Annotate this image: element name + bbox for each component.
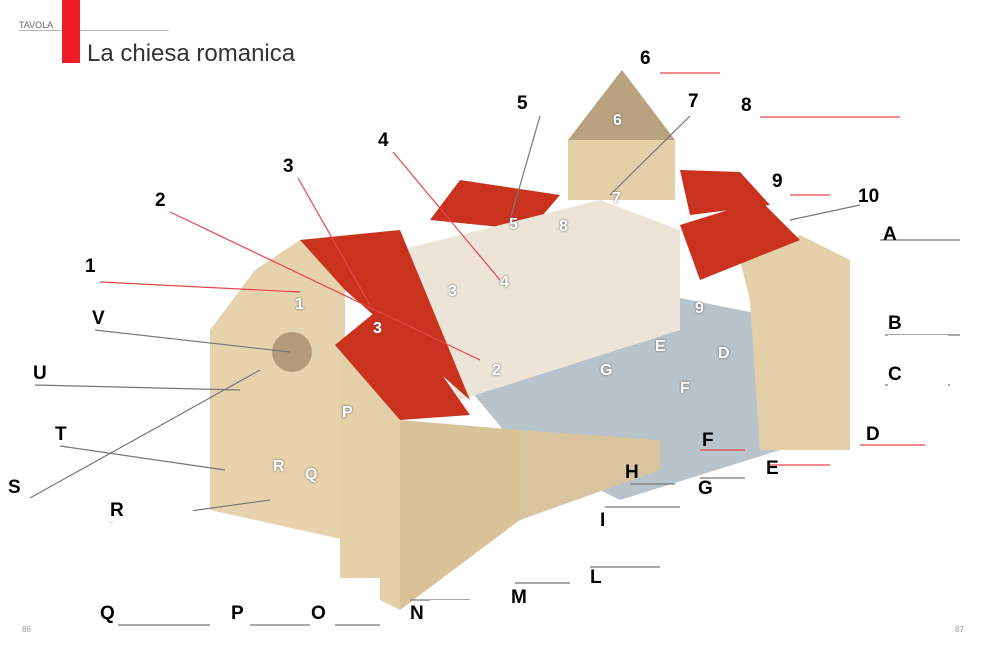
callout-label-7: 7 (688, 91, 699, 112)
rose-window (272, 332, 312, 372)
masked-area (330, 578, 380, 620)
callout-label-R: R (110, 500, 124, 521)
callout-label-1: 1 (85, 256, 96, 277)
callout-label-10: 10 (858, 186, 880, 207)
callout-label-L: L (590, 567, 602, 588)
leader-line-7 (609, 115, 691, 196)
marker-label-6: 6 (613, 112, 622, 129)
masked-area (430, 600, 470, 630)
leader-line-2 (169, 211, 481, 361)
tower-roof (568, 70, 675, 140)
marker-label-G: G (600, 362, 613, 379)
callout-label-6: 6 (640, 48, 651, 69)
callout-label-O: O (311, 603, 326, 624)
divider (19, 30, 169, 31)
callout-label-T: T (55, 424, 67, 445)
aisle-roof (335, 300, 470, 420)
callout-label-S: S (8, 477, 21, 498)
marker-label-1: 1 (295, 296, 304, 313)
leader-line-5 (509, 115, 541, 221)
nave-wall (400, 200, 680, 400)
callout-label-4: 4 (378, 130, 389, 151)
callout-label-U: U (33, 363, 47, 384)
callout-label-H: H (625, 462, 639, 483)
leader-line-T (59, 445, 226, 471)
marker-label-2: 2 (492, 362, 501, 379)
callout-label-A: A (883, 224, 897, 245)
marker-label-9: 9 (695, 300, 704, 317)
facade (210, 240, 345, 540)
callout-label-5: 5 (517, 93, 528, 114)
callout-label-C: C (888, 364, 902, 385)
callout-label-9: 9 (772, 171, 783, 192)
marker-label-Q: Q (305, 466, 318, 483)
marker-label-3: 3 (448, 283, 457, 300)
leader-line-10 (789, 204, 861, 221)
marker-label-P: P (342, 404, 353, 421)
marker-label-E: E (655, 338, 666, 355)
leader-line-V (94, 329, 291, 353)
callout-label-I: I (600, 510, 606, 531)
accent-bar (62, 0, 80, 63)
callout-label-2: 2 (155, 190, 166, 211)
leader-line-3 (297, 177, 371, 306)
callout-label-V: V (92, 308, 105, 329)
aisle-wall (340, 350, 400, 610)
apse-roof (680, 170, 770, 215)
callout-label-F: F (702, 430, 714, 451)
callout-label-G: G (698, 478, 713, 499)
marker-label-8: 8 (559, 218, 568, 235)
page-title: La chiesa romanica (87, 40, 296, 67)
section-label: TAVOLA (19, 20, 54, 30)
leader-line-4 (392, 151, 501, 281)
masked-area (88, 472, 193, 522)
callout-label-8: 8 (741, 95, 752, 116)
marker-label-4: 4 (500, 274, 509, 291)
masked-area (888, 335, 948, 430)
callout-label-E: E (766, 458, 779, 479)
page-number-left: 86 (22, 625, 31, 634)
leader-line-S (29, 369, 261, 499)
transept-wall (740, 235, 850, 450)
marker-label-R: R (273, 458, 285, 475)
marker-label-7: 7 (612, 190, 621, 207)
callout-label-P: P (231, 603, 244, 624)
marker-label-3: 3 (373, 320, 382, 337)
callout-label-M: M (511, 587, 527, 608)
page-number-right: 87 (955, 625, 964, 634)
callout-label-3: 3 (283, 156, 294, 177)
callout-label-N: N (410, 603, 424, 624)
aisle-roof-back (430, 180, 560, 230)
aisle-side (400, 420, 520, 610)
callout-label-Q: Q (100, 603, 115, 624)
marker-label-D: D (718, 345, 730, 362)
marker-label-5: 5 (509, 216, 518, 233)
callout-label-B: B (888, 313, 902, 334)
marker-label-F: F (680, 380, 690, 397)
leader-line-U (34, 384, 241, 391)
transept-roof (680, 200, 800, 280)
callout-label-D: D (866, 424, 880, 445)
low-wall (520, 430, 660, 520)
leader-line-1 (99, 281, 301, 293)
